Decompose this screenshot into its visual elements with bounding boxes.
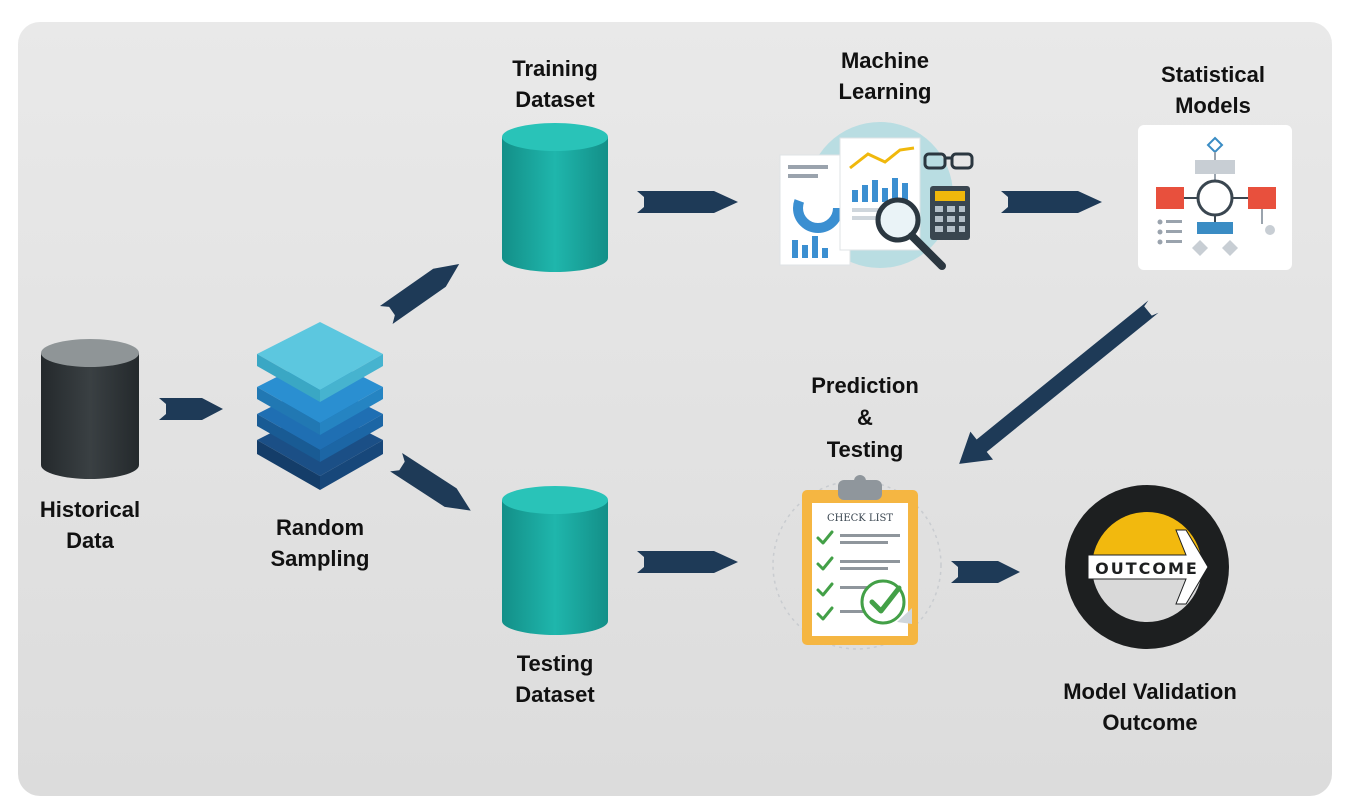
outcome-badge-text: OUTCOME (1095, 559, 1199, 578)
arrow-sampling-to-testing (390, 452, 471, 511)
random-sampling-label: Random Sampling (270, 515, 370, 571)
checklist-title: CHECK LIST (827, 513, 893, 524)
testing-dataset-database-icon (502, 486, 608, 635)
training-dataset-label: Training Dataset (512, 56, 598, 112)
statistical-models-label: Statistical Models (1161, 62, 1265, 118)
arrow-prediction-to-outcome (951, 561, 1020, 583)
statistical-models-flowchart-icon (1138, 125, 1292, 270)
prediction-checklist-clipboard-icon: CHECK LIST (772, 475, 942, 650)
arrow-training-to-ml (637, 191, 738, 213)
historical-data-database-icon (41, 339, 139, 479)
arrow-testing-to-prediction (637, 551, 738, 573)
historical-data-label: Historical Data (39, 497, 141, 553)
training-dataset-database-icon (502, 123, 608, 272)
flow-arrows (159, 191, 1159, 583)
model-validation-outcome-label: Model Validation Outcome (1063, 679, 1237, 735)
machine-learning-analytics-icon (779, 122, 974, 270)
testing-dataset-label: Testing Dataset (515, 651, 595, 707)
outcome-badge-icon: OUTCOME (1065, 485, 1229, 649)
arrow-ml-to-statistical (1001, 191, 1102, 213)
arrow-statistical-to-prediction (959, 300, 1159, 464)
machine-learning-label: Machine Learning (838, 48, 932, 104)
arrow-historical-to-sampling (159, 398, 223, 420)
random-sampling-layers-icon (257, 322, 383, 490)
arrow-sampling-to-training (379, 263, 460, 325)
diagram-panel (18, 22, 1332, 796)
prediction-testing-label: Prediction & Testing (811, 373, 919, 462)
